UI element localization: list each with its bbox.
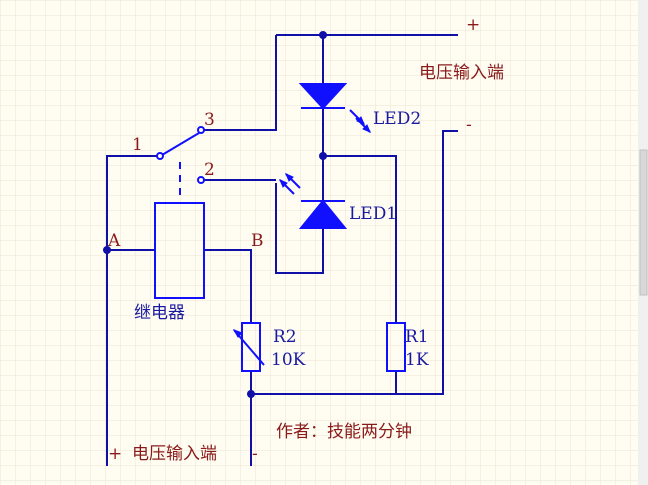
junction-a	[103, 246, 111, 254]
junction-mid	[319, 152, 327, 160]
led2-symbol	[298, 83, 371, 133]
r2-name-label: R2	[273, 327, 297, 347]
r1-resistor	[386, 322, 406, 372]
minus-bottom-label: -	[252, 444, 258, 464]
minus-top-label: -	[466, 115, 472, 135]
r1-name-label: R1	[405, 327, 429, 347]
relay-switch	[156, 126, 205, 200]
junctions	[103, 31, 327, 398]
input-bottom-label: 电压输入端	[132, 444, 217, 464]
pin1-contact	[156, 152, 164, 160]
r2-resistor	[232, 322, 265, 372]
led2-label: LED2	[373, 109, 421, 129]
plus-bottom-label: +	[108, 444, 122, 464]
input-top-label: 电压输入端	[419, 63, 504, 83]
junction-bottom	[247, 390, 255, 398]
pin3-label: 3	[204, 110, 215, 130]
scrollbar-thumb[interactable]	[639, 149, 648, 296]
led1-symbol	[279, 173, 348, 229]
relay-label: 继电器	[134, 303, 185, 323]
node-a-label: A	[107, 231, 121, 251]
pin3-contact	[197, 126, 205, 134]
scrollbar[interactable]	[638, 0, 648, 485]
author-label: 作者：技能两分钟	[276, 422, 412, 442]
r1-value-label: 1K	[405, 350, 429, 370]
led1-label: LED1	[349, 204, 397, 224]
plus-top-label: +	[466, 15, 480, 35]
node-b-label: B	[251, 231, 264, 251]
relay-coil	[154, 202, 205, 299]
pin2-label: 2	[204, 160, 215, 180]
pin1-label: 1	[132, 135, 143, 155]
r2-value-label: 10K	[271, 350, 306, 370]
pin2-contact	[197, 176, 205, 184]
wires	[106, 34, 458, 466]
junction-top	[319, 31, 327, 39]
